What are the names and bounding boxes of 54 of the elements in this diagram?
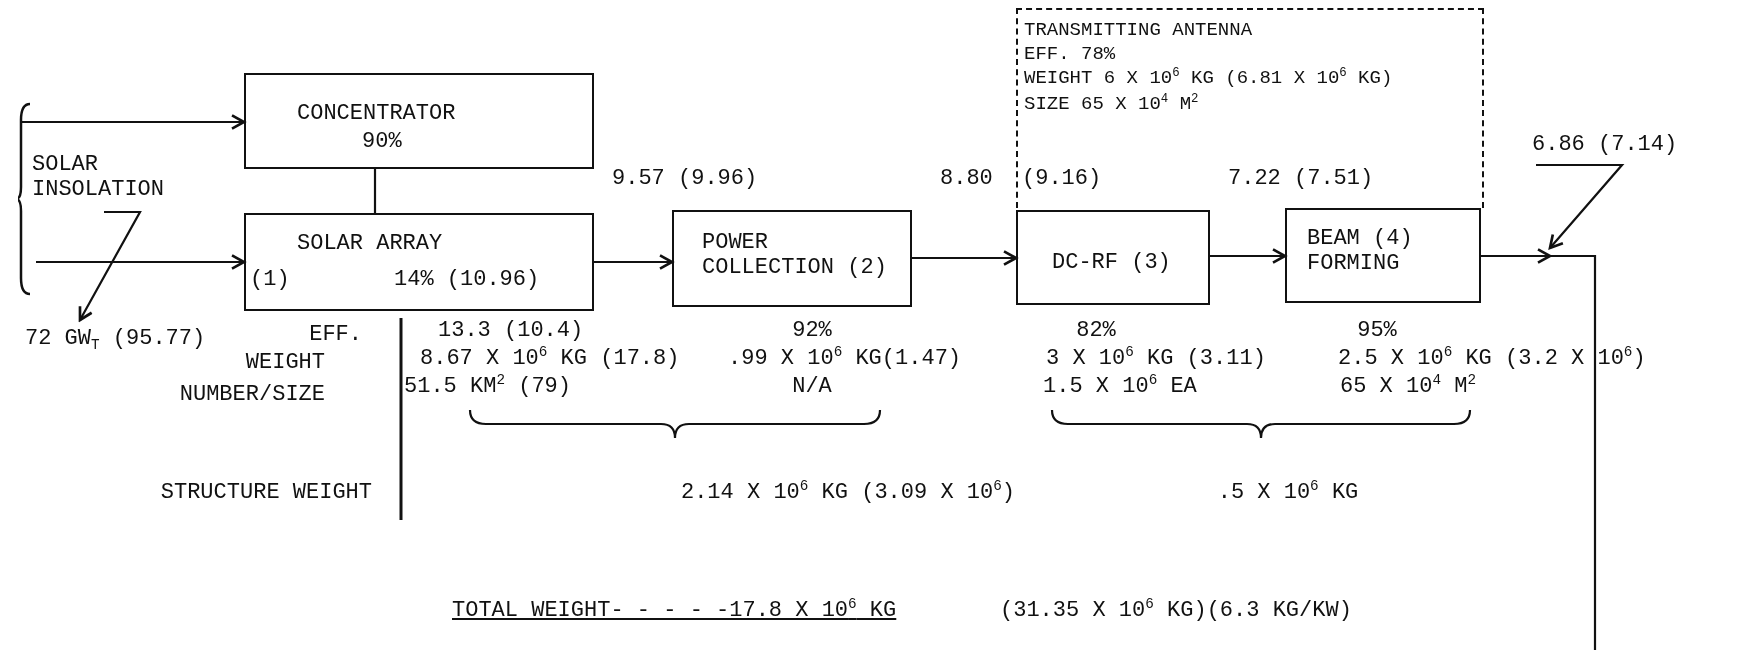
text-label: 8.80 <box>940 166 993 192</box>
arrow <box>594 254 674 270</box>
text-label: WEIGHT <box>245 350 325 376</box>
box-label: POWER COLLECTION (2) <box>702 230 888 281</box>
process-box <box>1285 208 1481 303</box>
arrow <box>1210 248 1287 264</box>
text-label: 8.67 X 10$^{6}$ KG (17.8) <box>420 346 680 372</box>
text-label: 1.5 X 10$^{6}$ EA <box>1043 374 1197 400</box>
box-label: WEIGHT 6 X 10$^{6}$ KG (6.81 X 10$^{6}$ KG) <box>1024 68 1393 90</box>
text-label: 6.86 (7.14) <box>1532 132 1678 158</box>
box-label: TRANSMITTING ANTENNA <box>1024 20 1253 42</box>
text-label: 7.22 (7.51) <box>1228 166 1374 192</box>
process-box <box>244 73 594 169</box>
text-label: 2.14 X 10$^{6}$ KG (3.09 X 10$^{6}$) <box>680 480 1016 506</box>
connector-line <box>373 169 377 213</box>
text-label: 51.5 KM$^{2}$ (79) <box>404 374 572 400</box>
box-label: BEAM (4) FORMING <box>1307 226 1414 277</box>
text-label: (31.35 X 10$^{6}$ KG)(6.3 KG/KW) <box>1000 598 1352 624</box>
text-label: 3 X 10$^{6}$ KG (3.11) <box>1046 346 1266 372</box>
arrow <box>22 114 246 130</box>
box-label: 90% <box>362 129 402 155</box>
text-label: NUMBER/SIZE <box>179 382 325 408</box>
text-label: 92% <box>792 318 832 344</box>
arrow <box>912 250 1018 266</box>
text-label: .99 X 10$^{6}$ KG(1.47) <box>728 346 962 372</box>
text-label: 65 X 10$^{4}$ M$^{2}$ <box>1340 374 1476 400</box>
box-label: CONCENTRATOR <box>297 101 456 127</box>
text-label: 72 GW$_{T}$ (95.77) <box>25 326 206 352</box>
text-label: 82% <box>1076 318 1116 344</box>
box-label: (1) <box>250 267 290 293</box>
text-label: EFF. <box>309 322 362 348</box>
text-label: SOLAR INSOLATION <box>32 152 166 203</box>
text-label: .5 X 10$^{6}$ KG <box>1217 480 1359 506</box>
process-box <box>1016 210 1210 305</box>
process-box <box>244 213 594 311</box>
box-label: SOLAR ARRAY <box>297 231 443 257</box>
process-box <box>672 210 912 307</box>
text-label: TOTAL WEIGHT- - - - -17.8 X 10$^{6}$ KG <box>452 598 897 624</box>
text-label: STRUCTURE WEIGHT <box>160 480 372 506</box>
text-label: 13.3 (10.4) <box>438 318 584 344</box>
box-label: EFF. 78% <box>1024 44 1116 66</box>
text-label: (9.16) <box>1022 166 1102 192</box>
box-label: SIZE 65 X 10$^{4}$ M$^{2}$ <box>1024 94 1199 116</box>
text-label: N/A <box>792 374 832 400</box>
text-label: 2.5 X 10$^{6}$ KG (3.2 X 10$^{6}$) <box>1338 346 1646 372</box>
box-label: DC-RF (3) <box>1052 250 1171 276</box>
arrow <box>36 254 246 270</box>
leader-line <box>78 210 142 322</box>
arrow <box>1481 248 1552 264</box>
leader-line <box>1536 163 1625 250</box>
dashed-group-box <box>1016 8 1484 208</box>
box-label: 14% (10.96) <box>394 267 540 293</box>
text-label: 9.57 (9.96) <box>612 166 758 192</box>
text-label: 95% <box>1357 318 1397 344</box>
